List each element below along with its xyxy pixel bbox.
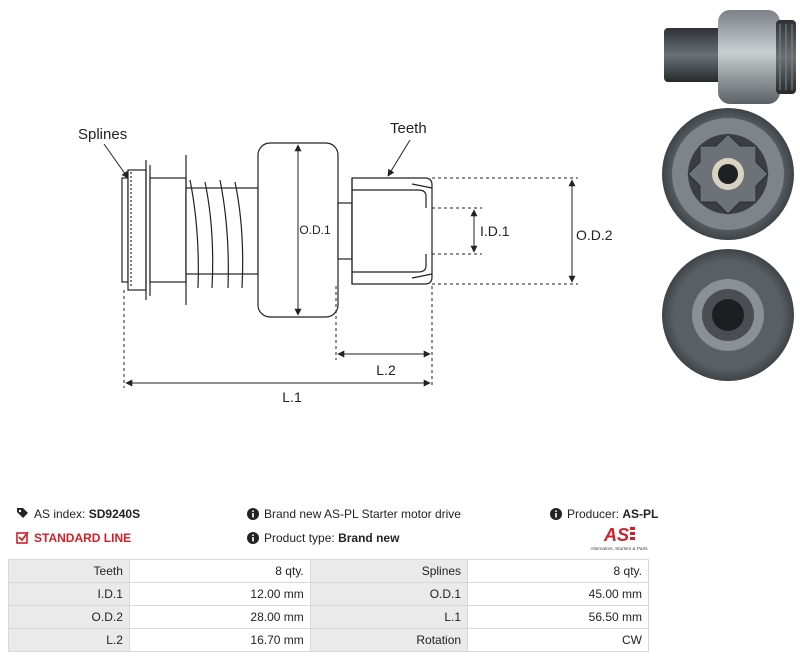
spec-key: L.1	[309, 605, 469, 629]
spec-key: Rotation	[309, 628, 469, 652]
standard-line-label: STANDARD LINE	[34, 531, 132, 545]
spec-value: 16.70 mm	[128, 628, 311, 652]
producer-label: Producer:	[567, 507, 620, 521]
producer: Producer: AS-PL	[550, 507, 658, 521]
photo-side-view	[664, 10, 796, 104]
info-icon	[550, 508, 562, 520]
table-row: L.2 16.70 mm Rotation CW	[8, 628, 649, 652]
table-row: O.D.2 28.00 mm L.1 56.50 mm	[8, 605, 649, 629]
as-index-value: SD9240S	[88, 507, 141, 521]
id1-label: I.D.1	[480, 223, 510, 239]
as-index-label: AS index:	[34, 507, 86, 521]
spec-value: 28.00 mm	[128, 605, 311, 629]
info-icon	[247, 508, 259, 520]
od2-label: O.D.2	[576, 227, 613, 243]
description: Brand new AS-PL Starter motor drive	[247, 507, 461, 521]
spec-value: CW	[467, 628, 649, 652]
checkbox-icon	[16, 531, 29, 544]
l1-label: L.1	[282, 389, 302, 405]
specs-table: Teeth 8 qty. Splines 8 qty. I.D.1 12.00 …	[8, 559, 649, 652]
as-pl-logo: AS Alternators, Starters & Parts	[590, 525, 648, 551]
as-index: AS index: SD9240S	[16, 507, 140, 521]
logo-text: AS	[603, 525, 629, 545]
product-type: Product type: Brand new	[247, 531, 399, 545]
spec-value: 12.00 mm	[128, 582, 311, 606]
producer-value: AS-PL	[622, 507, 659, 521]
spec-key: L.2	[8, 628, 130, 652]
logo-tagline: Alternators, Starters & Parts	[590, 546, 648, 551]
spec-key: Teeth	[8, 559, 130, 583]
table-row: Teeth 8 qty. Splines 8 qty.	[8, 559, 649, 583]
spec-key: O.D.1	[309, 582, 469, 606]
photo-pinion-end	[662, 108, 794, 240]
spec-key: O.D.2	[8, 605, 130, 629]
product-type-value: Brand new	[338, 531, 400, 545]
teeth-label: Teeth	[390, 120, 427, 137]
spec-value: 8 qty.	[128, 559, 311, 583]
spec-key: I.D.1	[8, 582, 130, 606]
drive-outline	[121, 142, 433, 318]
spec-value: 8 qty.	[467, 559, 649, 583]
od1-label: O.D.1	[299, 223, 331, 237]
photo-spline-end	[662, 249, 794, 381]
spec-value: 56.50 mm	[467, 605, 649, 629]
spec-value: 45.00 mm	[467, 582, 649, 606]
spec-key: Splines	[309, 559, 469, 583]
info-icon	[247, 532, 259, 544]
table-row: I.D.1 12.00 mm O.D.1 45.00 mm	[8, 582, 649, 606]
description-text: Brand new AS-PL Starter motor drive	[264, 507, 461, 521]
splines-label: Splines	[78, 126, 127, 143]
tag-icon	[17, 508, 28, 518]
l2-label: L.2	[376, 362, 396, 378]
technical-drawing: O.D.1 I.D.1 O.D.2 L.2 L.1 Splines Teeth	[78, 10, 796, 405]
standard-line: STANDARD LINE	[16, 531, 131, 545]
product-type-label: Product type:	[264, 531, 335, 545]
